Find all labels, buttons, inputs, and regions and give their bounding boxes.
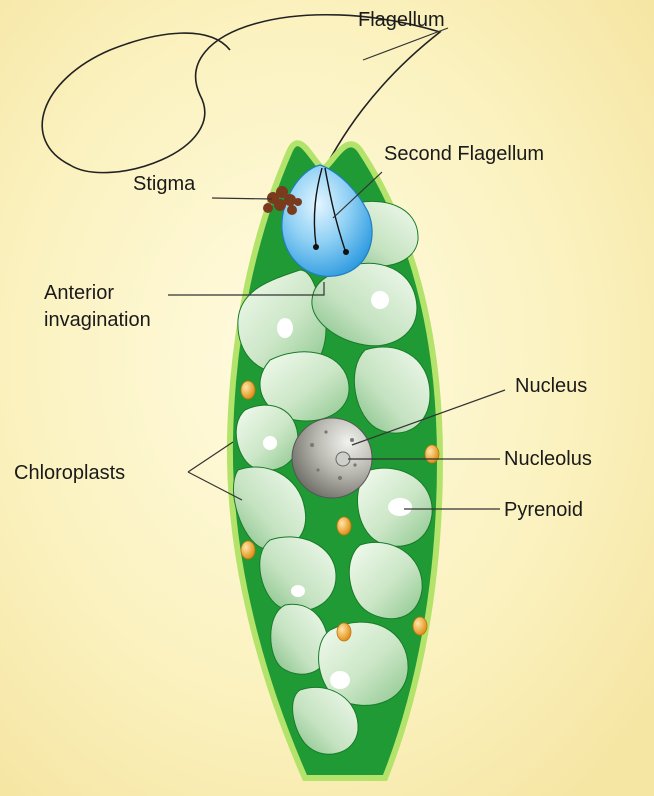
pyrenoid xyxy=(371,291,389,309)
label-second-flagellum: Second Flagellum xyxy=(384,143,544,165)
label-anterior: Anterior xyxy=(44,282,114,304)
paramylon-granule xyxy=(241,381,255,399)
paramylon-granule xyxy=(413,617,427,635)
paramylon-granule xyxy=(337,623,351,641)
label-pyrenoid: Pyrenoid xyxy=(504,499,583,521)
label-invagination: invagination xyxy=(44,309,151,331)
pyrenoid xyxy=(277,318,293,338)
paramylon-granule xyxy=(425,445,439,463)
nucleolus xyxy=(336,452,350,466)
paramylon-granule xyxy=(241,541,255,559)
label-chloroplasts: Chloroplasts xyxy=(14,462,125,484)
label-nucleolus: Nucleolus xyxy=(504,448,592,470)
nucleus xyxy=(292,418,372,498)
pyrenoid xyxy=(263,436,277,450)
pyrenoid xyxy=(291,585,305,597)
label-stigma: Stigma xyxy=(133,173,196,195)
paramylon-granule xyxy=(337,517,351,535)
pyrenoid xyxy=(388,498,412,516)
label-flagellum: Flagellum xyxy=(358,9,445,31)
pyrenoid xyxy=(330,671,350,689)
label-nucleus: Nucleus xyxy=(515,375,587,397)
